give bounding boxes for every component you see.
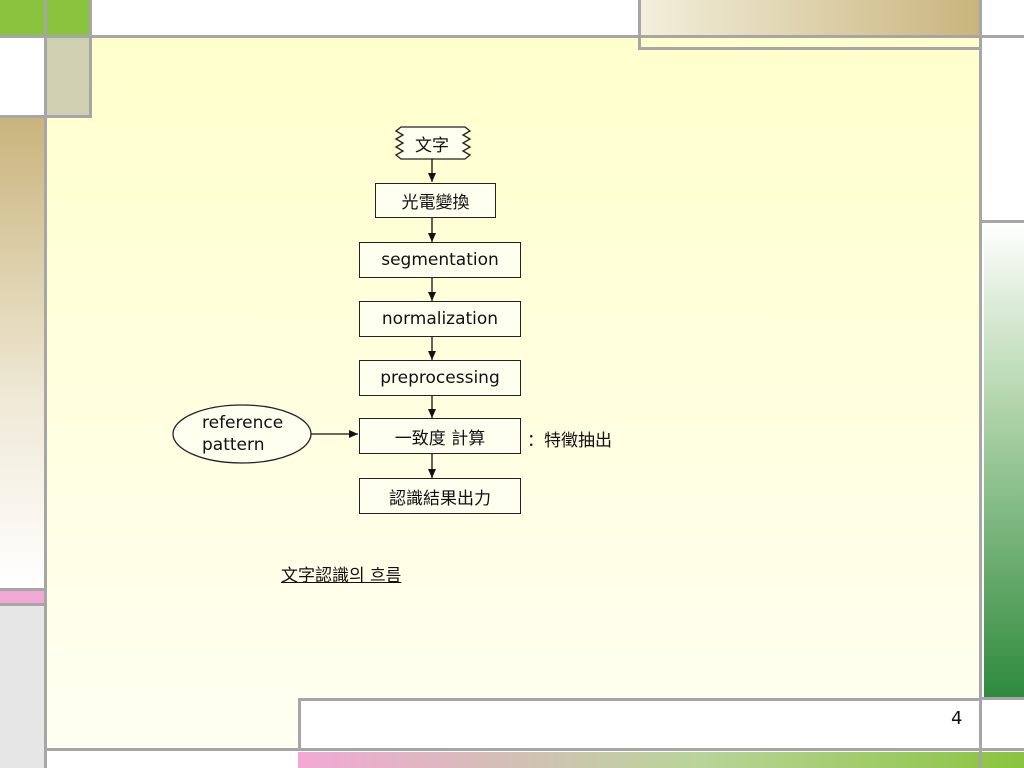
- feature-extraction-note: ：特徵抽出: [527, 431, 612, 451]
- upper-left-gray-block: [46, 36, 90, 117]
- footer-panel: [298, 698, 982, 750]
- lower-left-gray-band: [0, 605, 45, 768]
- frame-line: [980, 697, 1024, 700]
- step-preprocessing: preprocessing: [359, 360, 521, 396]
- frame-line: [44, 748, 1024, 751]
- frame-line: [980, 220, 1024, 223]
- left-pink-stripe: [0, 591, 45, 603]
- frame-line: [0, 603, 46, 606]
- page-number: 4: [951, 708, 963, 729]
- frame-line: [638, 47, 982, 50]
- reference-ellipse: [172, 404, 312, 464]
- frame-line: [0, 115, 92, 118]
- step-recognition-output: 認識結果出力: [359, 478, 521, 514]
- document-shape: [394, 126, 472, 160]
- step-photoelectric-conversion: 光電變換: [375, 183, 496, 218]
- frame-line: [638, 0, 641, 50]
- reference-label-line1: reference: [202, 413, 284, 433]
- frame-line: [44, 0, 47, 768]
- top-right-tan-band: [641, 0, 981, 36]
- reference-label-line2: pattern: [202, 435, 265, 455]
- step-matching-calculation: 一致度 計算: [359, 418, 521, 454]
- frame-line: [89, 0, 92, 118]
- frame-line: [0, 35, 1024, 38]
- document-label: 文字: [415, 136, 449, 156]
- frame-line: [0, 588, 46, 591]
- diagram-caption: 文字認識의 흐름: [281, 566, 402, 586]
- step-segmentation: segmentation: [359, 242, 521, 278]
- step-normalization: normalization: [359, 301, 521, 337]
- left-tan-band: [0, 118, 45, 588]
- bottom-gradient-band: [298, 752, 1024, 768]
- right-green-band: [984, 222, 1024, 698]
- frame-line: [979, 0, 982, 768]
